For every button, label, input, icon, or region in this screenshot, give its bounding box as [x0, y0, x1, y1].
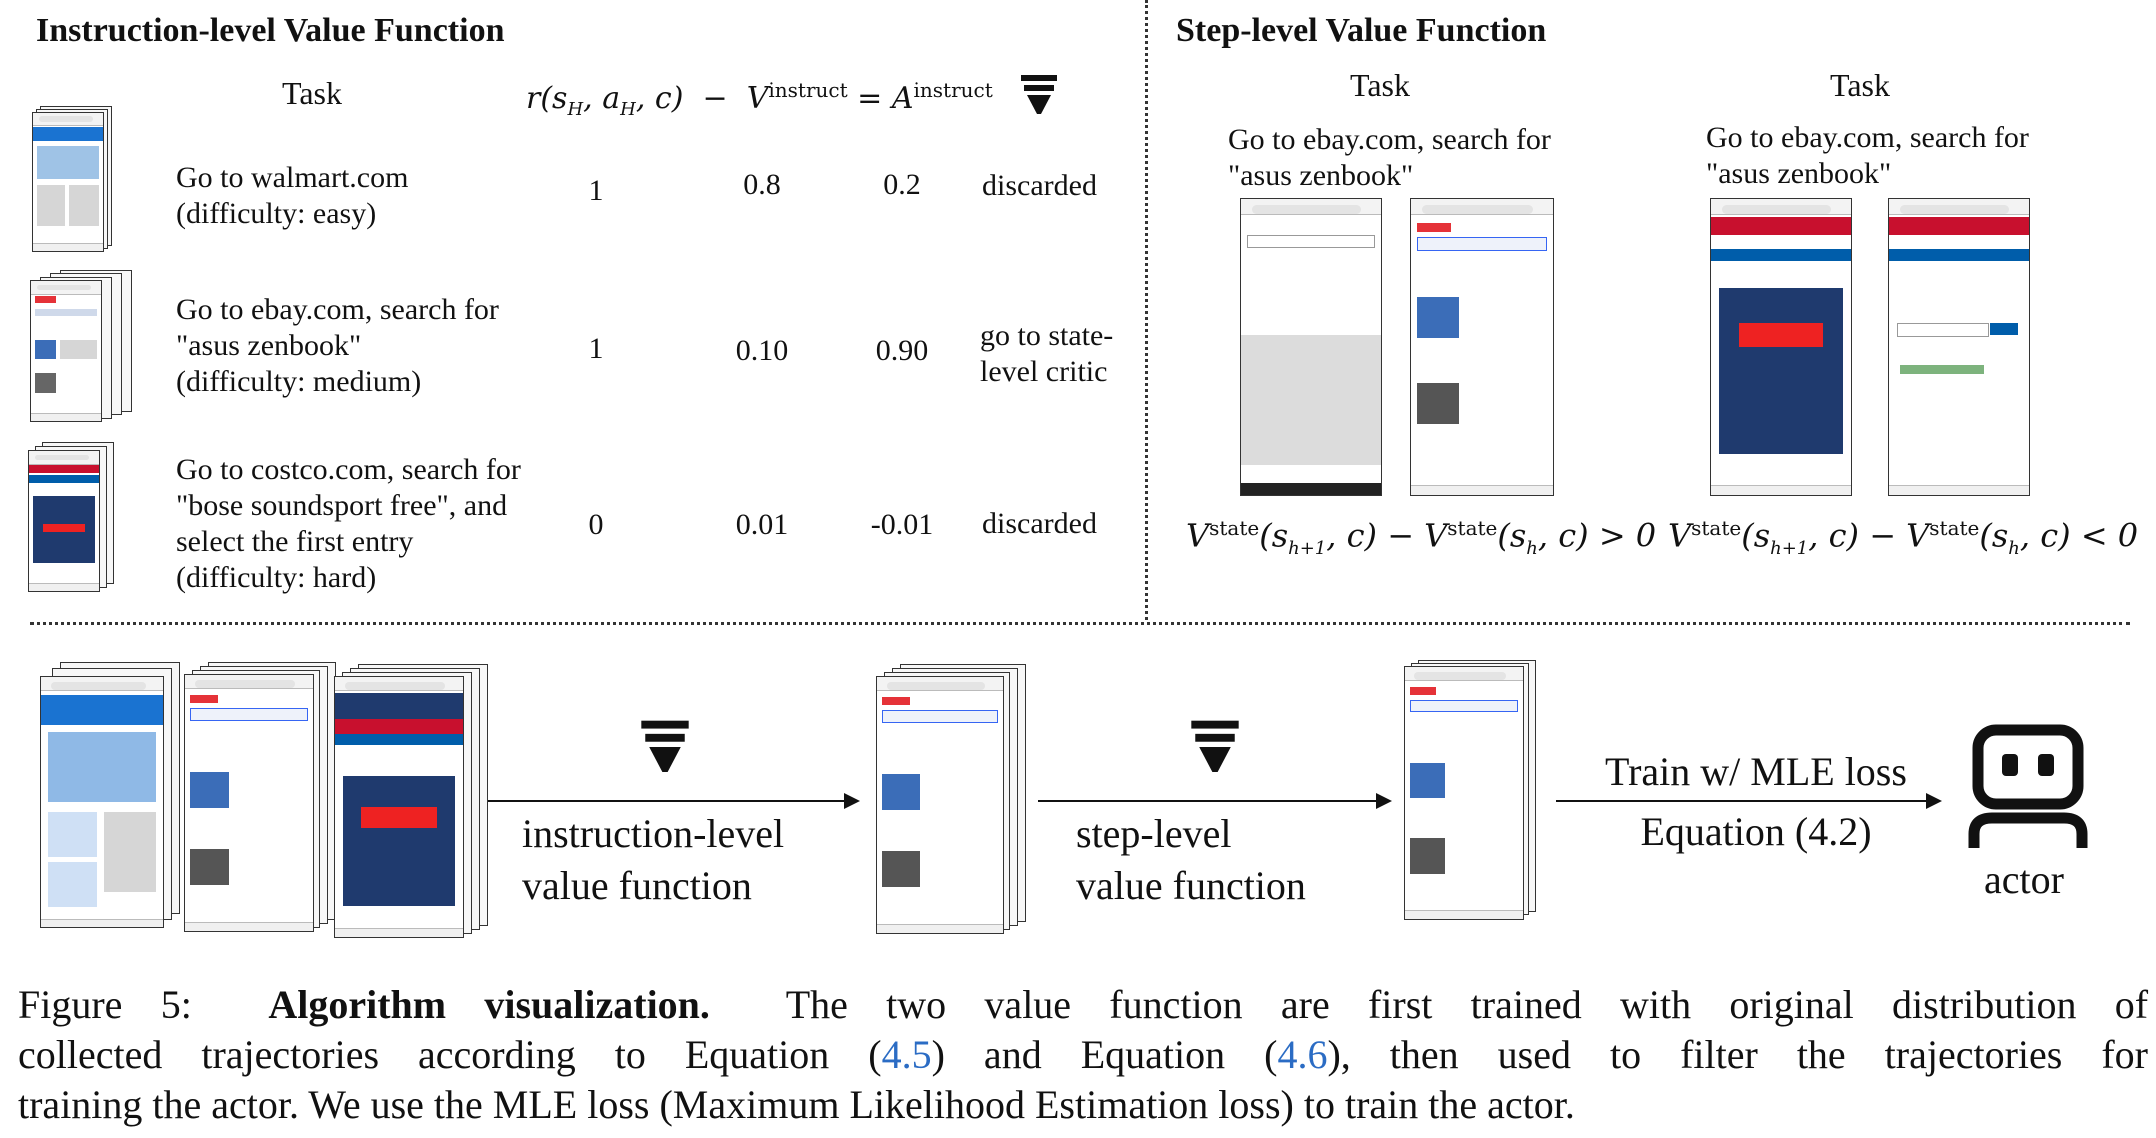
panel-divider-horizontal	[30, 622, 2130, 625]
step-filter-label: step-level value function	[1076, 811, 1306, 908]
step-left-task: Go to ebay.com, search for "asus zenbook…	[1228, 123, 1551, 192]
advantage-ebay: 0.90	[875, 334, 929, 367]
task-costco: Go to costco.com, search for "bose sound…	[176, 453, 521, 594]
advantage-walmart: 0.2	[883, 168, 921, 201]
advantage-costco: -0.01	[870, 508, 934, 541]
actor-label: actor	[1984, 857, 2064, 902]
step-filtered-trajectory	[1404, 660, 1536, 920]
state-value-negative: Vstate(sh+1, c) − Vstate(sh, c) < 0	[1668, 516, 2139, 560]
advantage-formula: r(sH, aH, c) − Vinstruct = Ainstruct	[526, 78, 993, 120]
walmart-trajectory-thumbnail	[32, 106, 112, 252]
task-column-header: Task	[282, 75, 342, 111]
funnel-icon	[641, 720, 689, 772]
task-walmart: Go to walmart.com (difficulty: easy)	[176, 161, 409, 230]
step-left-task-header: Task	[1350, 67, 1410, 103]
step-panel-heading: Step-level Value Function	[1176, 12, 1547, 49]
reward-ebay: 1	[588, 332, 604, 365]
step-right-task: Go to ebay.com, search for "asus zenbook…	[1706, 121, 2029, 190]
arrow-step-filter	[1038, 793, 1392, 809]
instruction-panel-heading: Instruction-level Value Function	[36, 12, 505, 49]
caption-label: Figure 5:	[18, 982, 192, 1027]
state-value-positive: Vstate(sh+1, c) − Vstate(sh, c) > 0	[1186, 516, 1657, 560]
costco-home-screen	[1710, 198, 1852, 496]
ebay-trajectory-thumbnail	[30, 270, 132, 422]
outcome-walmart: discarded	[982, 169, 1097, 202]
funnel-icon	[1021, 75, 1057, 114]
arrow-train-actor	[1556, 793, 1942, 809]
instruction-filtered-trajectories	[876, 664, 1026, 934]
equation-ref-4-5[interactable]: 4.5	[881, 1032, 932, 1077]
ebay-results-screen	[1410, 198, 1554, 496]
equation-ref-4-6[interactable]: 4.6	[1277, 1032, 1328, 1077]
costco-trajectory-thumbnail	[28, 442, 114, 592]
collected-trajectories	[40, 662, 488, 942]
panel-divider-vertical	[1145, 0, 1148, 620]
instruction-filter-label: instruction-level value function	[522, 811, 785, 908]
reward-walmart: 1	[588, 174, 604, 207]
train-label-bottom: Equation (4.2)	[1640, 809, 1872, 854]
task-ebay: Go to ebay.com, search for "asus zenbook…	[176, 293, 499, 398]
figure-caption: Figure 5: Algorithm visualization. The t…	[18, 982, 2149, 1127]
outcome-ebay: go to state- level critic	[980, 319, 1114, 388]
step-right-task-header: Task	[1830, 67, 1890, 103]
arrow-instruction-filter	[488, 793, 860, 809]
costco-warehouse-screen	[1888, 198, 2030, 496]
caption-title: Algorithm visualization.	[268, 982, 710, 1027]
robot-actor-icon	[1968, 724, 2088, 848]
value-costco: 0.01	[735, 508, 789, 541]
outcome-costco: discarded	[982, 507, 1097, 540]
value-walmart: 0.8	[743, 168, 781, 201]
value-ebay: 0.10	[735, 334, 789, 367]
funnel-icon	[1191, 720, 1239, 772]
ebay-search-screen	[1240, 198, 1382, 496]
train-label-top: Train w/ MLE loss	[1605, 749, 1907, 794]
reward-costco: 0	[588, 508, 604, 541]
